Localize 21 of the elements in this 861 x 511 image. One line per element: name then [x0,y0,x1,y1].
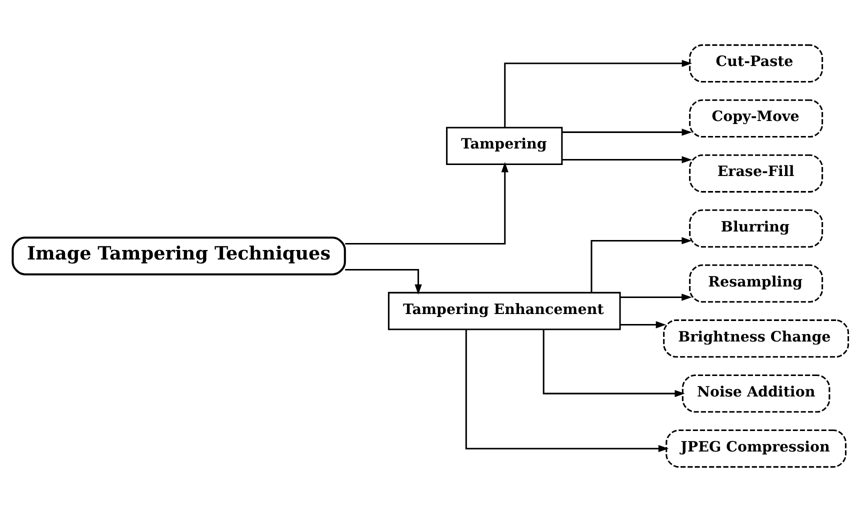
arrow [590,236,692,292]
node-box: Copy-Move [689,98,824,138]
node-box: Noise Addition [682,374,830,412]
node-box: Resampling [689,264,824,302]
arrow [345,162,508,244]
node-box: Tampering Enhancement [388,291,621,330]
node-box: JPEG Compression [666,428,846,468]
arrow [345,268,422,294]
node-box: Cut-Paste [689,44,824,82]
arrow [465,329,669,452]
arrow [504,59,692,127]
arrow [562,156,692,163]
arrow [620,293,692,300]
node-box: Brightness Change [663,318,850,358]
node-box: Image Tampering Techniques [12,236,346,275]
node-box: Tampering [446,126,563,165]
arrow [562,128,692,136]
node-box: Erase-Fill [689,154,824,192]
node-box: Blurring [689,208,824,248]
arrow [620,320,666,328]
arrow [542,329,685,397]
